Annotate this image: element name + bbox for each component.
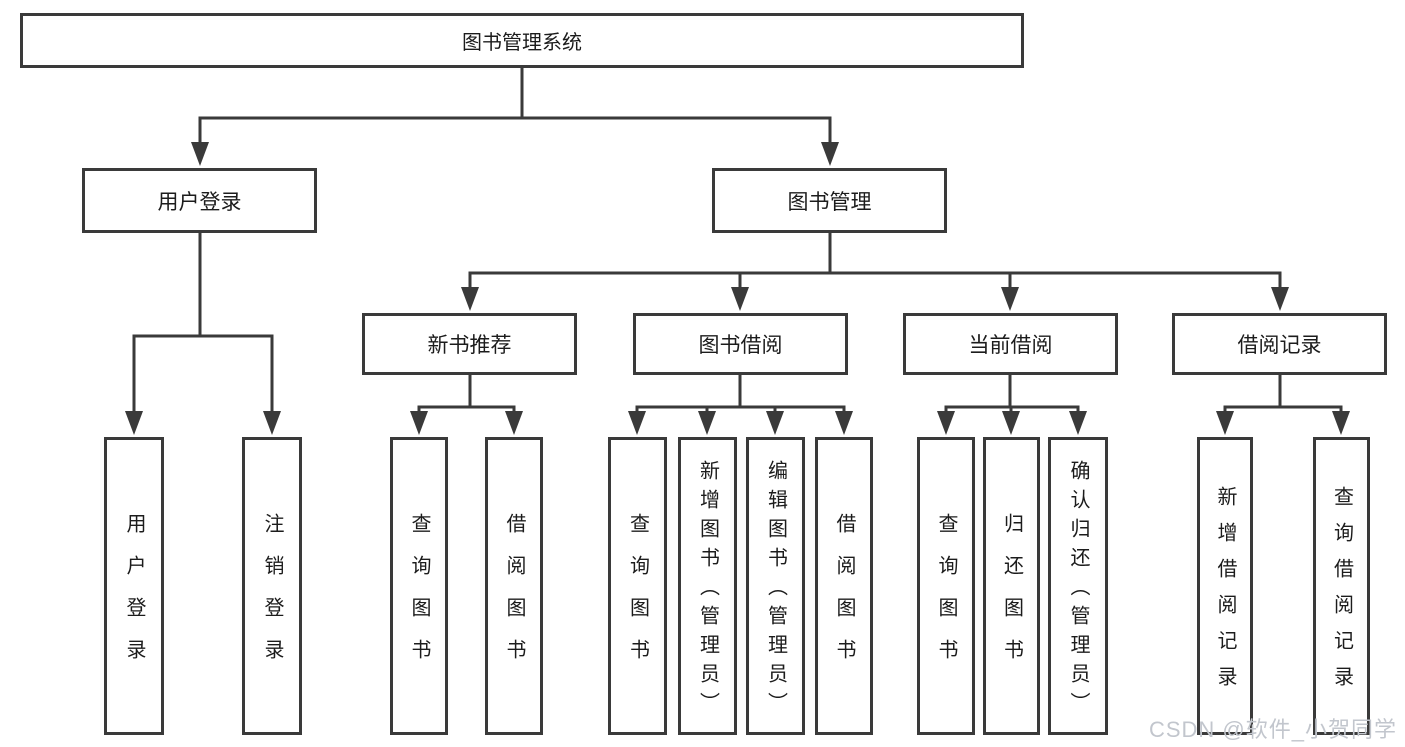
node-book-borrowing: 图书借阅 <box>633 313 848 375</box>
leaf-borrow-books: 借阅图书 <box>485 437 543 735</box>
node-label: 确认归还（管理员） <box>1067 460 1089 721</box>
node-label: 编辑图书（管理员） <box>764 460 787 721</box>
node-label: 图书管理 <box>787 190 872 214</box>
leaf-add-books-admin: 新增图书（管理员） <box>678 437 737 735</box>
node-label: 查询借阅记录 <box>1330 486 1353 702</box>
node-user-login: 用户登录 <box>82 168 317 233</box>
node-label: 查询图书 <box>626 513 649 681</box>
leaf-confirm-return-admin: 确认归还（管理员） <box>1048 437 1108 735</box>
node-label: 新书推荐 <box>427 334 512 357</box>
node-label: 用户登录 <box>157 190 242 214</box>
leaf-add-borrow-record: 新增借阅记录 <box>1197 437 1253 735</box>
node-label: 查询图书 <box>408 513 430 681</box>
node-label: 当前借阅 <box>968 334 1053 357</box>
node-label: 借阅图书 <box>503 513 525 681</box>
node-label: 图书管理系统 <box>462 32 582 54</box>
leaf-query-books-3: 查询图书 <box>917 437 975 735</box>
node-borrowing-records: 借阅记录 <box>1172 313 1387 375</box>
node-label: 新增借阅记录 <box>1214 486 1236 702</box>
node-book-management: 图书管理 <box>712 168 947 233</box>
leaf-borrow-books-2: 借阅图书 <box>815 437 873 735</box>
node-current-borrowing: 当前借阅 <box>903 313 1118 375</box>
leaf-query-borrow-record: 查询借阅记录 <box>1313 437 1370 735</box>
leaf-query-books: 查询图书 <box>390 437 448 735</box>
leaf-return-books: 归还图书 <box>983 437 1040 735</box>
node-label: 借阅记录 <box>1237 334 1322 357</box>
node-label: 用户登录 <box>123 513 145 681</box>
node-label: 新增图书（管理员） <box>696 460 719 721</box>
node-label: 注销登录 <box>261 513 283 681</box>
node-new-book-recommendation: 新书推荐 <box>362 313 577 375</box>
node-library-management-system: 图书管理系统 <box>20 13 1024 68</box>
arrowheads <box>125 142 1350 435</box>
csdn-watermark: CSDN @软件_小贺同学 <box>1148 717 1397 742</box>
node-label: 借阅图书 <box>833 513 855 681</box>
node-label: 图书借阅 <box>698 334 783 357</box>
leaf-user-login: 用户登录 <box>104 437 164 735</box>
leaf-edit-books-admin: 编辑图书（管理员） <box>746 437 805 735</box>
node-label: 归还图书 <box>1000 513 1023 681</box>
node-label: 查询图书 <box>935 513 957 681</box>
leaf-logout: 注销登录 <box>242 437 302 735</box>
leaf-query-books-2: 查询图书 <box>608 437 667 735</box>
